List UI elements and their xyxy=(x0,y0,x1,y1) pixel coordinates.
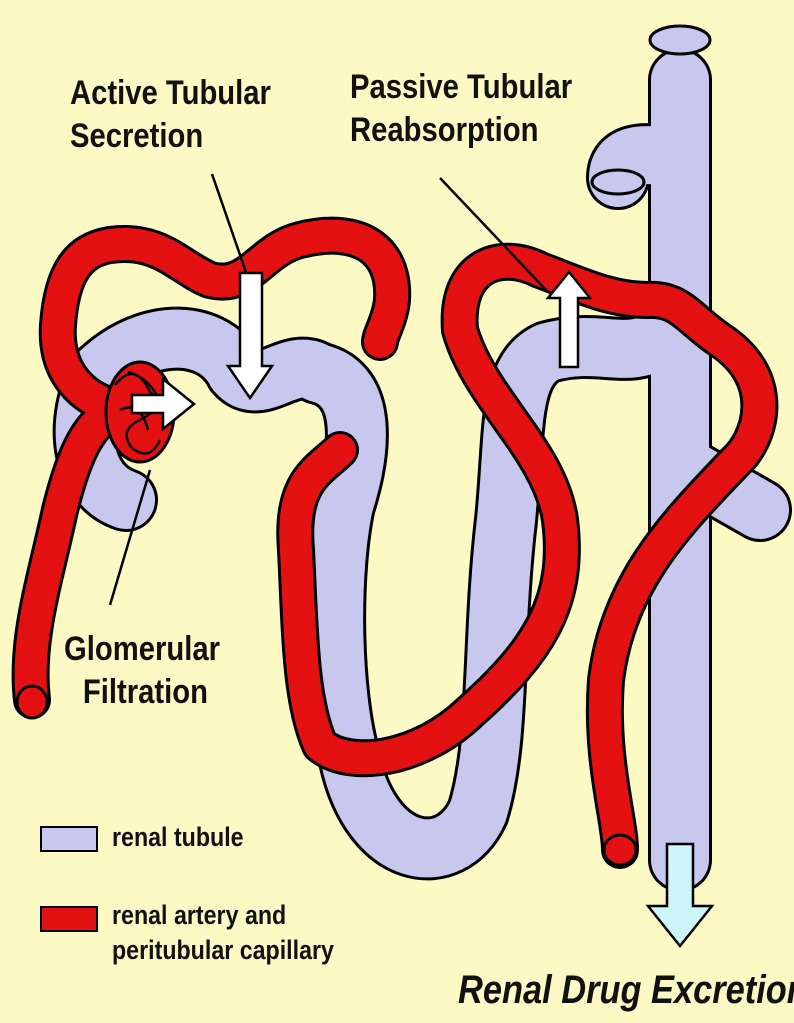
glomerular-filtration-line1: Glomerular xyxy=(64,628,220,671)
active-secretion-line2: Secretion xyxy=(70,115,271,158)
legend-tubule-label: renal tubule xyxy=(112,820,244,855)
legend-artery-line2: peritubular capillary xyxy=(112,933,334,968)
legend-artery-line1: renal artery and xyxy=(112,898,334,933)
glomerular-filtration-label: Glomerular Filtration xyxy=(64,628,220,713)
legend-tubule-swatch xyxy=(40,826,98,852)
legend-artery-swatch xyxy=(40,906,98,932)
passive-reabsorption-line1: Passive Tubular xyxy=(350,66,572,109)
glomerular-filtration-line2: Filtration xyxy=(64,671,220,714)
active-secretion-label: Active Tubular Secretion xyxy=(70,72,271,157)
passive-reabsorption-label: Passive Tubular Reabsorption xyxy=(350,66,572,151)
legend-artery-label: renal artery and peritubular capillary xyxy=(112,898,334,968)
diagram-title: Renal Drug Excretion xyxy=(458,968,794,1013)
passive-reabsorption-line2: Reabsorption xyxy=(350,109,572,152)
active-secretion-line1: Active Tubular xyxy=(70,72,271,115)
